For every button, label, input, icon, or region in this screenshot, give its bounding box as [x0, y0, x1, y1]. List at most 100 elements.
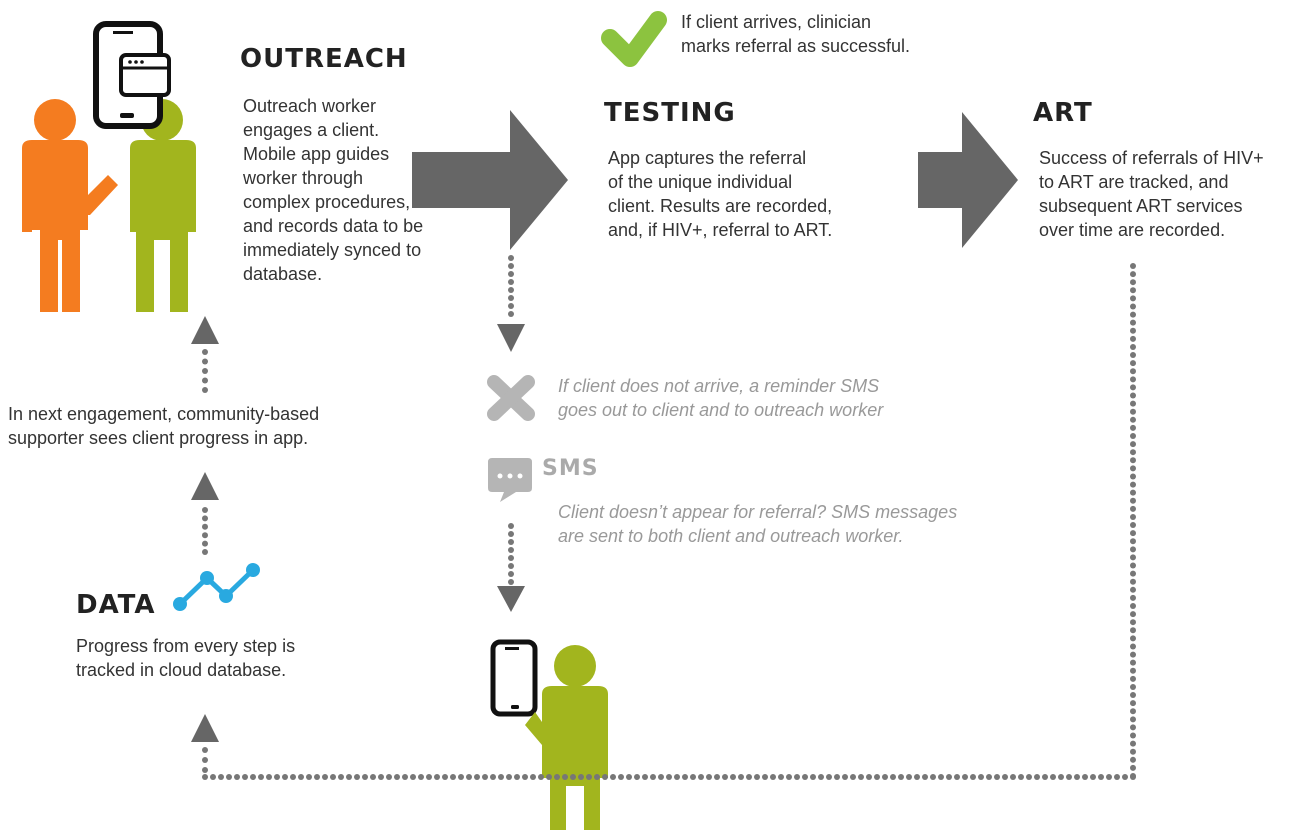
connector-dot [1130, 279, 1136, 286]
connector-dot [1130, 327, 1136, 334]
connector-dot [1130, 441, 1136, 448]
connector-dot [1130, 489, 1136, 496]
connector-dot [842, 774, 848, 780]
connector-dot [618, 774, 624, 780]
connector-dot [1130, 546, 1136, 553]
connector-dot [218, 774, 224, 780]
connector-dot [1130, 748, 1136, 755]
outreach-heading: OUTREACH [240, 44, 408, 74]
sms-heading: SMS [542, 456, 599, 481]
connector-dot [970, 774, 976, 780]
connector-dot [458, 774, 464, 780]
connector-dot [1130, 635, 1136, 642]
connector-dot [442, 774, 448, 780]
connector-dot [1130, 611, 1136, 618]
next-engagement-note: In next engagement, community-based supp… [8, 404, 320, 448]
connector-dot [866, 774, 872, 780]
connector-dot [202, 549, 208, 555]
connector-dot [674, 774, 680, 780]
connector-dot [1130, 263, 1136, 269]
connector-dot [1130, 376, 1136, 383]
connector-dot [202, 377, 208, 384]
connector-dot [1130, 392, 1136, 399]
connector-dot [426, 774, 432, 780]
connector-dot [1130, 740, 1136, 747]
connector-dot [586, 774, 592, 780]
connector-dot [1130, 295, 1136, 302]
connector-dot [1130, 497, 1136, 504]
connector-dot [202, 515, 208, 522]
connector-dot [1130, 368, 1136, 375]
connector-dot [634, 774, 640, 780]
connector-dot [1130, 724, 1136, 731]
connector-dot [306, 774, 312, 780]
connector-dot [1130, 643, 1136, 650]
connector-dot [370, 774, 376, 780]
connector-dot [1130, 578, 1136, 585]
connector-dot [322, 774, 328, 780]
connector-dot [338, 774, 344, 780]
connector-dot [530, 774, 536, 780]
connector-dot [1034, 774, 1040, 780]
connector-dot [1082, 774, 1088, 780]
connector-dot [386, 774, 392, 780]
connector-dot [778, 774, 784, 780]
connector-dot [834, 774, 840, 780]
connector-dot [858, 774, 864, 780]
connector-dot [506, 774, 512, 780]
connector-dot [202, 368, 208, 374]
connector-dot [258, 774, 264, 780]
connector-dot [202, 757, 208, 763]
connector-dot [562, 774, 568, 780]
connector-dot [922, 774, 928, 780]
connector-dot [730, 774, 736, 780]
connector-dot [962, 774, 968, 780]
connector-dot [770, 774, 776, 780]
line-graph-icon [173, 563, 260, 611]
connector-dot [1130, 627, 1136, 634]
connector-dot [1066, 774, 1072, 780]
connector-dot [626, 774, 632, 780]
orange-person-icon [22, 99, 118, 312]
testing-description: App captures the referral of the unique … [608, 148, 833, 240]
connector-dot [890, 774, 896, 780]
connector-dot [298, 774, 304, 780]
connector-dot [474, 774, 480, 780]
checkmark-icon [601, 11, 667, 67]
connector-dot [898, 774, 904, 780]
connector-dot [202, 523, 208, 530]
connector-dot [1130, 675, 1136, 682]
connector-dot [1042, 774, 1048, 780]
connector-dot [1130, 586, 1136, 593]
connector-dot [1130, 400, 1136, 407]
up-arrow-icon [191, 714, 219, 742]
connector-dot [826, 774, 832, 780]
connector-dot [1130, 408, 1136, 415]
connector-dot [1130, 692, 1136, 699]
connector-dot [210, 774, 216, 780]
connector-dot [714, 774, 720, 780]
connector-dot [1130, 603, 1136, 609]
connector-dot [1130, 594, 1136, 601]
connector-dot [234, 774, 240, 780]
connector-dot [1098, 774, 1104, 780]
connector-dot [1130, 465, 1136, 472]
connector-dot [410, 774, 416, 780]
phone-icon [490, 639, 538, 717]
connector-dot [658, 774, 664, 780]
connector-dot [378, 774, 384, 780]
connector-dot [330, 774, 336, 780]
outreach-description: Outreach worker engages a client. Mobile… [243, 96, 424, 284]
connector-dot [1122, 774, 1128, 780]
connector-dot [1018, 774, 1024, 780]
connector-dot [554, 774, 560, 780]
connector-dot [1026, 774, 1032, 780]
connector-dot [274, 774, 280, 780]
connector-dot [434, 774, 440, 780]
connector-dot [242, 774, 248, 780]
testing-heading: TESTING [604, 98, 736, 128]
connector-dot [1130, 457, 1136, 464]
connector-dot [1130, 659, 1136, 666]
connector-dot [546, 774, 552, 780]
